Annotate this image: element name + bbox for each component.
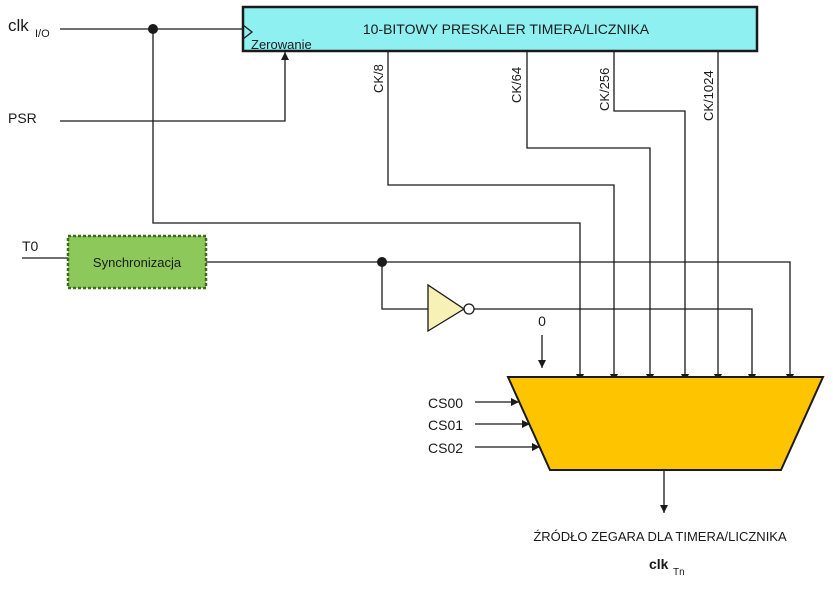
ck64-wire xyxy=(526,51,654,382)
clk-io-main: clk xyxy=(8,16,29,35)
cs01-label: CS01 xyxy=(428,417,463,433)
sync-output-wire xyxy=(206,261,794,382)
t0-label: T0 xyxy=(22,238,39,254)
psr-label: PSR xyxy=(8,110,37,126)
ck256-label: CK/256 xyxy=(597,68,612,111)
clk-tn-label: clk Tn xyxy=(649,556,685,578)
inverter-output-wire xyxy=(474,308,756,382)
inverter-input-wire xyxy=(381,262,428,310)
inverter-gate xyxy=(427,283,475,333)
psr-wire xyxy=(60,52,289,122)
clk-tn-sub: Tn xyxy=(673,567,685,578)
synchronization-block: Synchronizacja xyxy=(66,234,208,290)
ck8-wire xyxy=(387,51,618,382)
cs02-label: CS02 xyxy=(428,440,463,456)
clock-select-multiplexer xyxy=(506,376,825,471)
synchronization-label: Synchronizacja xyxy=(93,255,182,270)
ck256-wire xyxy=(613,51,689,382)
prescaler-block: 10-BITOWY PRESKALER TIMERA/LICZNIKA Zero… xyxy=(241,5,759,53)
ck64-label: CK/64 xyxy=(509,67,524,103)
clock-edge-triangle xyxy=(242,24,254,40)
reset-label: Zerowanie xyxy=(251,37,312,52)
clk-tn-main: clk xyxy=(649,556,669,572)
clk-io-label: clk I/O xyxy=(8,16,50,40)
inverter-bubble xyxy=(463,303,475,315)
clock-source-label: ŹRÓDŁO ZEGARA DLA TIMERA/LICZNIKA xyxy=(533,529,787,544)
clk-io-sub: I/O xyxy=(35,28,50,40)
clk-direct-wire xyxy=(152,29,584,382)
ck1024-label: CK/1024 xyxy=(701,70,716,121)
ck8-label: CK/8 xyxy=(371,64,386,93)
prescaler-title: 10-BITOWY PRESKALER TIMERA/LICZNIKA xyxy=(363,21,650,37)
cs00-label: CS00 xyxy=(428,395,463,411)
zero-label: 0 xyxy=(538,313,546,329)
